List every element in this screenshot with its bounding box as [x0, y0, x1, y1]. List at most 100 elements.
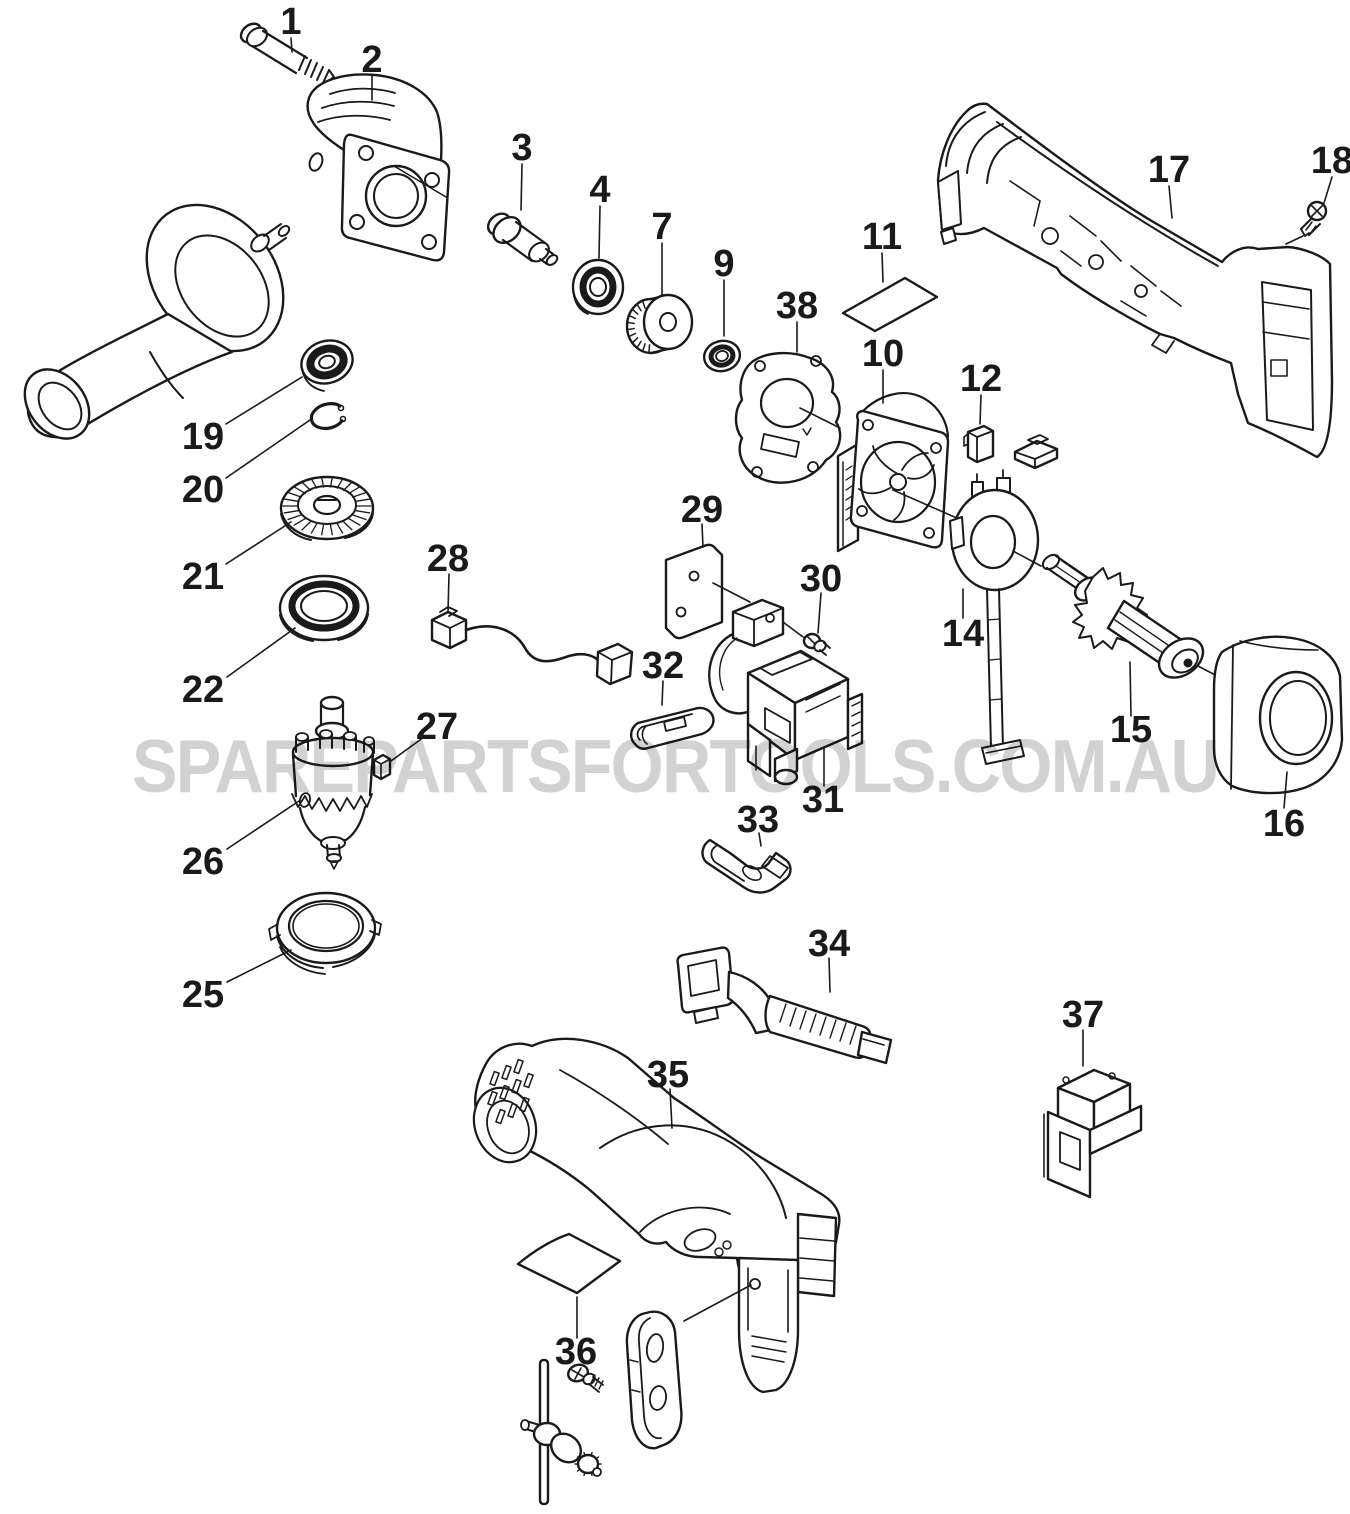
leader-line	[225, 521, 292, 565]
part-pan-head-screw: 30	[782, 558, 842, 656]
leader-line	[782, 621, 804, 638]
leader-line	[1012, 550, 1042, 567]
part-slide-lever: 34	[676, 923, 893, 1065]
part-lock-off-lever: 33	[701, 799, 792, 894]
leader-line	[226, 800, 300, 850]
leader-line	[669, 1088, 673, 1129]
part-number-label: 18	[1311, 140, 1350, 182]
part-number-label: 16	[1263, 803, 1305, 845]
part-spiral-bevel-gear: 21	[182, 475, 375, 598]
part-number-label: 22	[182, 669, 224, 711]
part-lock-nut-ring: 25	[182, 891, 382, 1016]
part-number-label: 27	[416, 706, 458, 748]
part-number-label: 26	[182, 841, 224, 883]
leader-line	[817, 592, 822, 634]
part-number-label: 17	[1148, 149, 1190, 191]
part-number-label: 21	[182, 556, 224, 598]
leader-line	[1283, 771, 1288, 809]
part-ball-bearing-4: 4	[571, 169, 625, 316]
part-side-handle	[23, 203, 291, 440]
part-chuck: 26	[182, 695, 375, 883]
part-name-plate: 36	[516, 1232, 622, 1373]
leader-line	[1285, 235, 1304, 245]
part-switch-button: 32	[630, 645, 715, 750]
part-number-label: 10	[862, 333, 904, 375]
leader-line	[799, 407, 841, 429]
leader-line	[712, 582, 751, 603]
part-number-label: 3	[511, 127, 532, 169]
part-number-label: 33	[737, 799, 779, 841]
part-bearing-box-cover	[625, 1310, 683, 1450]
part-number-label: 2	[361, 39, 382, 81]
part-number-label: 20	[182, 469, 224, 511]
part-number-label: 37	[1062, 994, 1104, 1036]
part-motor-housing-left: 17	[936, 102, 1334, 459]
part-ball-bearing-19: 19	[182, 339, 354, 458]
leader-line	[828, 957, 831, 993]
leader-line	[225, 419, 311, 479]
leader-line	[390, 736, 425, 762]
part-fan-housing: 10	[836, 333, 1001, 553]
part-cover-screw	[567, 1363, 604, 1393]
part-number-label: 4	[589, 169, 610, 211]
parts-layer: 1712347938111012141516181920212226252728…	[23, 1, 1350, 1506]
part-number-label: 29	[681, 489, 723, 531]
part-number-label: 19	[182, 416, 224, 458]
watermark-text: SPAREPARTSFORTOOLS.COM.AU	[132, 724, 1218, 808]
part-number-label: 31	[802, 779, 844, 821]
part-ball-bearing-9: 9	[702, 243, 742, 373]
part-number-label: 34	[808, 923, 850, 965]
leader-line	[1129, 661, 1132, 717]
leader-line	[1168, 185, 1173, 219]
leader-line	[290, 37, 293, 53]
part-stator: 16	[1212, 635, 1344, 845]
part-armature: 15	[1041, 553, 1222, 751]
part-number-label: 14	[942, 613, 984, 655]
part-number-label: 15	[1110, 709, 1152, 751]
part-number-label: 38	[776, 285, 818, 327]
part-sensor-board: 14	[942, 469, 1042, 765]
leader-line	[447, 573, 450, 613]
part-number-label: 28	[427, 538, 469, 580]
leader-line	[226, 949, 292, 983]
leader-line	[520, 163, 523, 211]
part-number-label: 1	[280, 1, 301, 43]
part-gear-housing: 2	[306, 39, 451, 262]
part-number-label: 32	[642, 645, 684, 687]
part-handle-bolt: 1	[239, 1, 335, 84]
part-brush-holder: 12	[960, 358, 1002, 464]
part-number-label: 35	[647, 1054, 689, 1096]
part-switch: 31	[708, 598, 864, 821]
part-tapping-screw: 18	[1285, 140, 1350, 245]
leader-line	[881, 252, 884, 283]
leader-line	[979, 394, 982, 425]
part-bearing-retainer: 22	[182, 574, 370, 711]
leader-line	[758, 832, 762, 847]
part-number-label: 30	[800, 558, 842, 600]
part-key-block: 27	[372, 706, 458, 781]
leader-line	[393, 165, 447, 198]
part-carbon-brush	[1013, 434, 1059, 470]
leader-line	[598, 205, 601, 259]
part-lead-wire: 28	[427, 538, 634, 686]
part-number-label: 7	[651, 206, 672, 248]
leader-line	[683, 1284, 752, 1322]
part-controller-plate: 29	[664, 489, 751, 640]
part-number-label: 11	[862, 216, 902, 258]
leader-line	[1323, 176, 1333, 204]
part-retaining-ring: 20	[182, 402, 347, 511]
part-helical-gear: 7	[625, 206, 694, 355]
part-spindle-pin: 3	[486, 127, 559, 266]
part-number-label: 9	[713, 243, 734, 285]
part-chuck-key	[520, 1358, 602, 1506]
leader-line	[661, 680, 664, 706]
part-number-label: 12	[960, 358, 1002, 400]
part-dust-cover: 37	[1043, 994, 1143, 1199]
leader-line	[225, 376, 303, 425]
leader-line	[226, 627, 296, 678]
part-gasket: 38	[734, 285, 842, 484]
leader-line	[701, 523, 704, 548]
part-number-label: 25	[182, 974, 224, 1016]
